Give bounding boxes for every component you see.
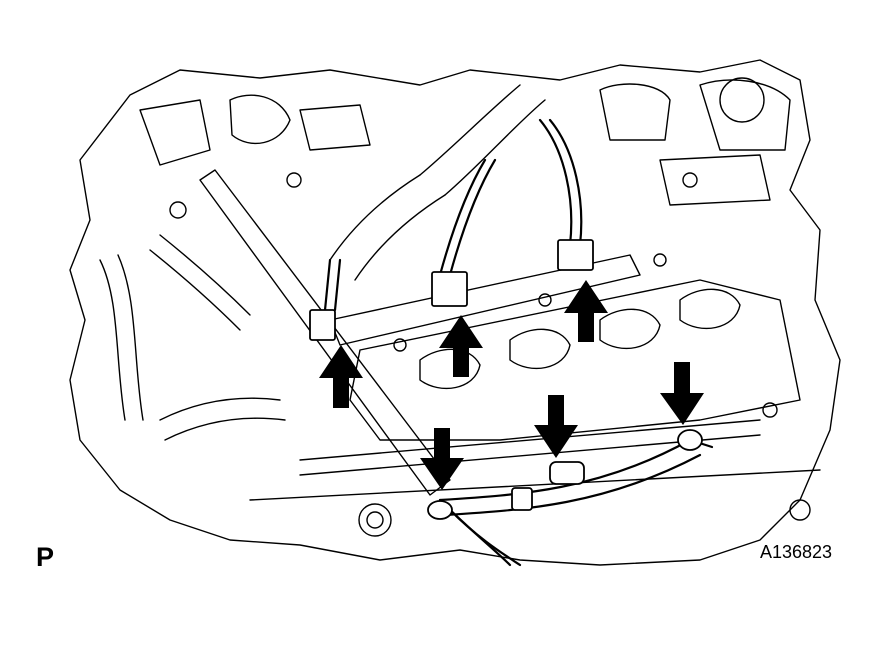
clamp-left	[427, 500, 453, 520]
connector-right	[557, 239, 594, 271]
figure-id-label: A136823	[760, 542, 833, 562]
connector-left	[309, 309, 336, 341]
arrow-down-center-clamp	[534, 395, 578, 458]
arrow-down-right-clamp	[660, 362, 704, 425]
clamp-center	[549, 461, 585, 485]
arrow-up-right-connector	[564, 280, 608, 342]
wire-harness	[323, 118, 714, 567]
clamp-right	[677, 429, 703, 451]
corner-code-label: P	[36, 542, 55, 572]
arrow-up-left-connector	[319, 345, 363, 408]
connectors	[309, 239, 703, 520]
harness-sleeve	[511, 487, 533, 511]
arrow-down-left-clamp	[420, 428, 464, 490]
connector-center	[431, 271, 468, 307]
arrows	[319, 280, 704, 490]
arrow-up-center-connector	[439, 315, 483, 377]
engine-line-art	[69, 59, 841, 566]
